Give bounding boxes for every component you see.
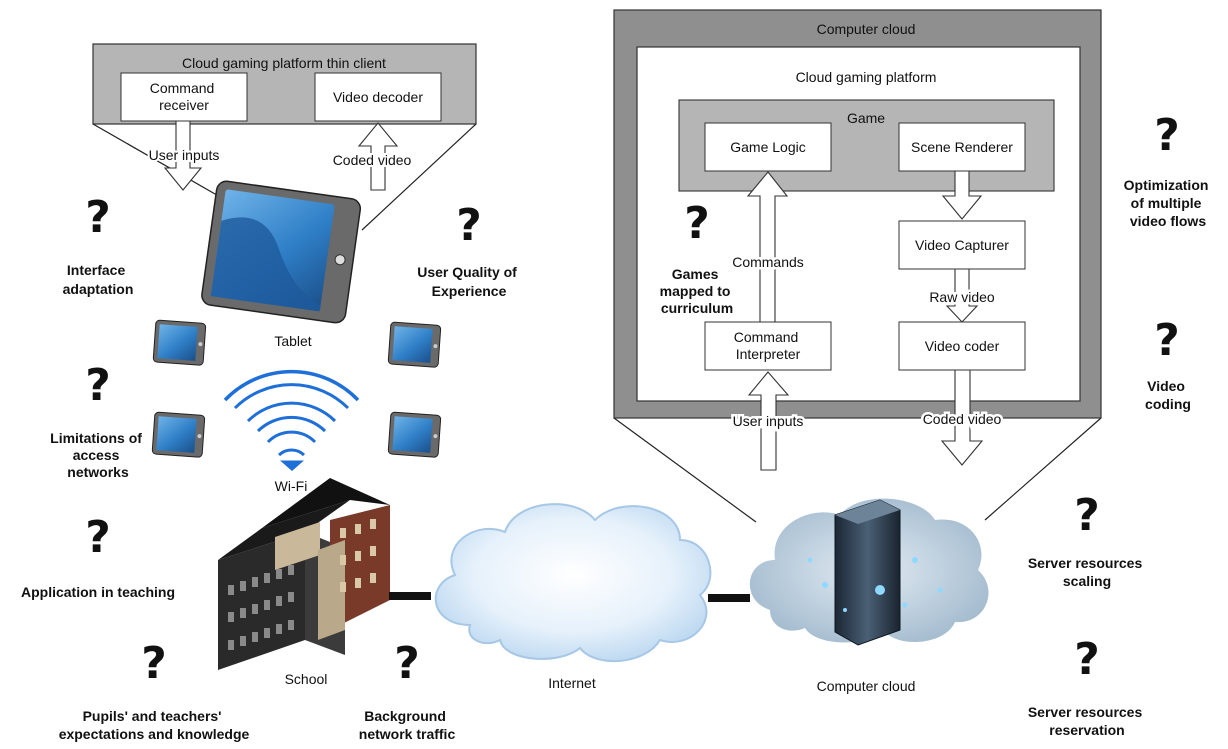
question-mark-icon: ? (456, 200, 482, 251)
coded-video-arrow (357, 122, 399, 191)
question-mark-icon: ? (1154, 110, 1180, 161)
user-inputs-arrow (163, 120, 203, 191)
tablet-image (201, 180, 362, 324)
raw-video-arrow (945, 268, 979, 323)
scene-renderer-label: Scene Renderer (911, 139, 1013, 155)
question-mark-icon: ? (85, 512, 111, 563)
small-tablet-icon (151, 411, 206, 458)
scene-renderer-box (898, 122, 1026, 172)
internet-cloud-link (708, 594, 750, 602)
reservation-label: Server resources reservation (1028, 704, 1146, 738)
internet-label: Internet (548, 675, 596, 691)
cloud-user-inputs-label: User inputs (733, 413, 804, 429)
school-image (218, 478, 390, 670)
school-internet-link (389, 592, 431, 600)
computer-cloud-group: Computer cloud Cloud gaming platform Gam… (613, 9, 1102, 523)
coded-video-label: Coded video (333, 152, 412, 168)
computer-cloud-label: Computer cloud (817, 678, 916, 694)
games-curriculum-label: Games mapped to curriculum (660, 266, 735, 316)
question-mark-icon: ? (85, 192, 111, 243)
video-coding-label: Video coding (1145, 378, 1191, 412)
game-logic-label: Game Logic (730, 139, 805, 155)
user-qoe-label: User Quality of Experience (417, 264, 520, 299)
background-traffic-label: Background network traffic (359, 708, 456, 742)
cloud-coded-video-label: Coded video (923, 411, 1002, 427)
video-decoder-label: Video decoder (333, 89, 423, 105)
small-tablet-icon (387, 411, 442, 458)
video-coder-box (898, 321, 1026, 371)
game-title: Game (847, 110, 885, 126)
school-label: School (285, 671, 328, 687)
command-receiver-label: Command receiver (150, 80, 218, 113)
commands-label: Commands (732, 254, 804, 270)
cloud-gaming-platform-title: Cloud gaming platform (796, 69, 937, 85)
internet-cloud-image (434, 503, 712, 663)
video-decoder-box (314, 72, 442, 122)
raw-video-label: Raw video (929, 289, 995, 305)
game-logic-box (704, 122, 832, 172)
command-interpreter-box (704, 321, 832, 371)
question-mark-icon: ? (684, 198, 710, 249)
question-mark-icon: ? (1074, 490, 1100, 541)
thin-client-group: Cloud gaming platform thin client Comman… (92, 43, 477, 349)
cloud-coded-video-arrow (940, 369, 984, 466)
small-tablet-icon (152, 319, 207, 366)
command-receiver-box (120, 72, 248, 122)
interface-adaptation-label: Interface adaptation (63, 262, 134, 297)
wifi-label: Wi-Fi (275, 478, 308, 494)
teaching-label: Application in teaching (21, 584, 175, 600)
question-mark-icon: ? (141, 638, 167, 689)
question-mark-icon: ? (85, 360, 111, 411)
video-flows-label: Optimization of multiple video flows (1124, 177, 1213, 229)
computer-cloud-title: Computer cloud (817, 21, 916, 37)
expectations-label: Pupils' and teachers' expectations and k… (59, 708, 250, 742)
question-mark-icon: ? (1154, 315, 1180, 366)
commands-arrow (746, 171, 789, 323)
small-tablet-icon (387, 321, 442, 368)
access-networks-label: Limitations of access networks (50, 430, 146, 480)
video-capturer-label: Video Capturer (915, 237, 1009, 253)
render-capture-arrow (941, 170, 983, 220)
tablet-label: Tablet (274, 333, 311, 349)
wifi-icon (223, 369, 360, 471)
command-interpreter-label: Command Interpreter (734, 329, 802, 362)
cloud-user-inputs-arrow (747, 371, 790, 471)
user-inputs-label: User inputs (149, 147, 220, 163)
thin-client-title: Cloud gaming platform thin client (182, 55, 386, 71)
question-mark-icon: ? (1074, 634, 1100, 685)
scaling-label: Server resources scaling (1028, 555, 1146, 589)
server-cloud-image (749, 498, 989, 646)
question-mark-icon: ? (394, 638, 420, 689)
video-capturer-box (898, 220, 1026, 270)
video-coder-label: Video coder (925, 338, 1000, 354)
